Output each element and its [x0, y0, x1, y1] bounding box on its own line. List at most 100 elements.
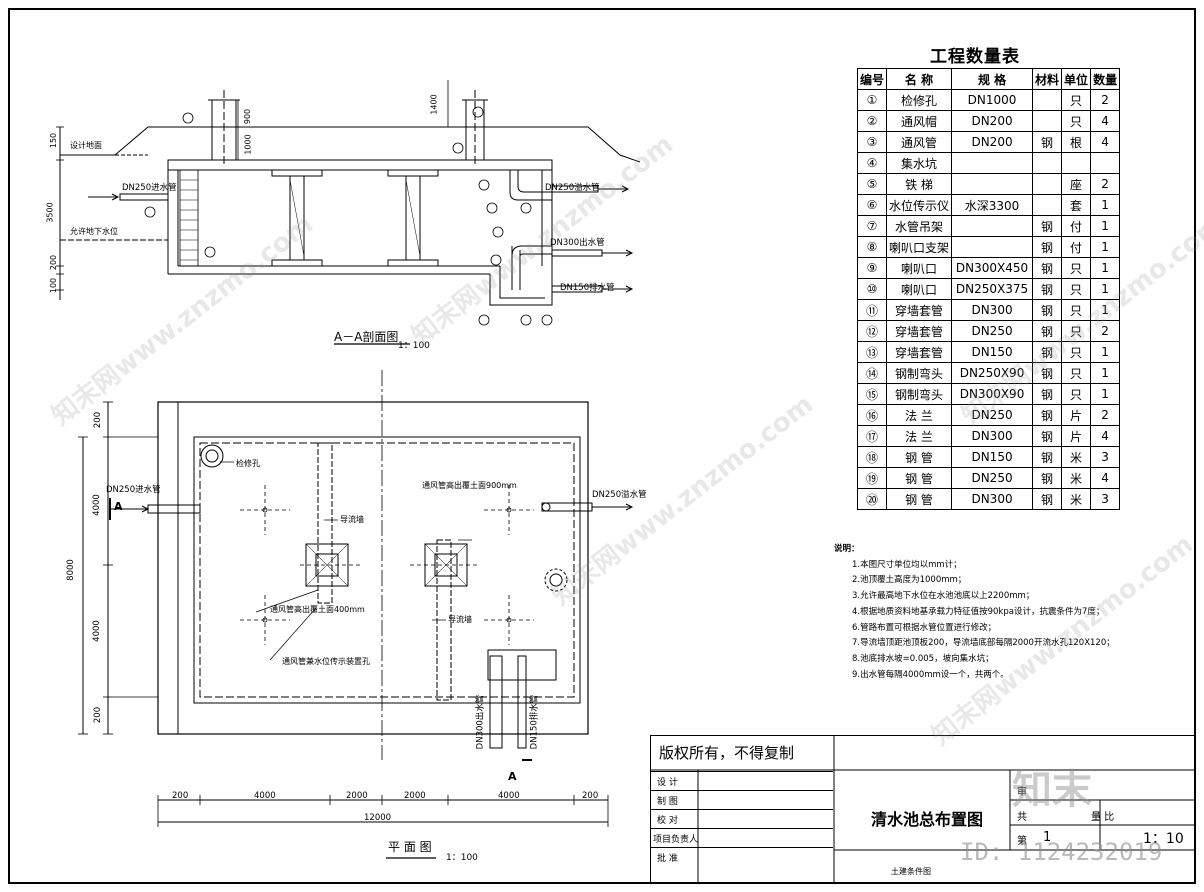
table-cell: 钢 [1032, 467, 1063, 489]
table-cell: ⑦ [856, 215, 888, 237]
table-cell: 法 兰 [886, 404, 953, 426]
table-cell: DN1000 [951, 89, 1034, 111]
table-header-row: 编号 名 称 规 格 材料 单位 数量 [856, 68, 1121, 90]
plan-label-level-hole: 通风管兼水位传示装置孔 [282, 657, 370, 666]
table-cell: DN150 [951, 341, 1034, 363]
plan-vdim-0: 200 [93, 411, 104, 429]
plan-hdim-0: 200 [172, 791, 189, 801]
role-label: 项目负责人 [653, 835, 699, 845]
table-cell: 钢 [1032, 299, 1063, 321]
table-cell: 付 [1061, 236, 1092, 258]
plan-label-guide-wall-2: 导流墙 [448, 615, 472, 624]
table-cell [951, 236, 1034, 258]
section-dim-1000: 1000 [243, 134, 253, 155]
table-cell: 钢 [1032, 131, 1063, 153]
section-dim-900: 900 [243, 108, 253, 125]
note-item: 6.管路布置可根据水管位置进行修改； [852, 622, 997, 633]
table-cell: 米 [1061, 446, 1092, 468]
plan-hdim-3: 2000 [404, 791, 426, 801]
table-cell: ① [856, 89, 888, 111]
table-cell: 米 [1061, 467, 1092, 489]
table-cell: 检修孔 [886, 89, 953, 111]
table-cell: 只 [1061, 278, 1092, 300]
table-cell: DN200 [951, 131, 1034, 153]
table-cell: 3 [1090, 446, 1121, 468]
scale-value: 1：10 [1143, 831, 1184, 847]
watermark-logo: 知末 [1012, 767, 1092, 813]
table-cell: ⑤ [856, 173, 888, 195]
plan-section-mark-bottom: A [508, 770, 517, 783]
table-cell: 钢 [1032, 278, 1063, 300]
table-cell: 只 [1061, 320, 1092, 342]
table-cell: ③ [856, 131, 888, 153]
section-dim-1400: 1400 [429, 94, 439, 115]
table-cell: 只 [1061, 89, 1092, 111]
quantity-table-title: 工程数量表 [930, 47, 1020, 67]
table-cell: 通风管 [886, 131, 953, 153]
table-cell: 钢 [1032, 383, 1063, 405]
title-row: 批 准 [651, 847, 833, 867]
table-cell [1032, 110, 1063, 132]
plan-vdim-3: 200 [93, 706, 104, 724]
table-cell: 法 兰 [886, 425, 953, 447]
table-cell: DN300 [951, 488, 1034, 510]
table-cell: ⑫ [856, 320, 888, 342]
title-row: 制 图 [651, 790, 833, 810]
section-label-inlet: DN250进水管 [122, 183, 177, 193]
plan-label-overflow: DN250溢水管 [592, 490, 647, 500]
section-dim-100: 100 [49, 277, 59, 294]
table-cell [951, 173, 1034, 195]
table-cell: 钢 管 [886, 446, 953, 468]
table-cell: 钢 [1032, 425, 1063, 447]
plan-label-inlet: DN250进水管 [106, 485, 161, 495]
table-cell: 钢 管 [886, 488, 953, 510]
table-cell: DN250X90 [951, 362, 1034, 384]
table-cell: ⑧ [856, 236, 888, 258]
table-cell: 水位传示仪 [886, 194, 953, 216]
table-cell: 钢 [1032, 257, 1063, 279]
table-cell [1032, 173, 1063, 195]
note-item: 3.允许最高地下水位在水池池底以上2200mm； [852, 591, 1035, 602]
section-scale: 1：100 [398, 341, 430, 351]
copyright-text: 版权所有，不得复制 [659, 744, 795, 762]
role-label: 设 计 [657, 778, 678, 788]
table-cell: ④ [856, 152, 888, 174]
table-cell: 钢 [1032, 488, 1063, 510]
table-cell: 只 [1061, 257, 1092, 279]
plan-scale: 1：100 [446, 853, 478, 863]
table-cell [1090, 152, 1121, 174]
table-cell: ⑰ [856, 425, 888, 447]
table-cell: 1 [1090, 383, 1121, 405]
table-cell: 2 [1090, 404, 1121, 426]
plan-hdim-1: 4000 [254, 791, 276, 801]
table-cell: DN250 [951, 404, 1034, 426]
table-cell: 钢 [1032, 362, 1063, 384]
header-cell: 规 格 [951, 68, 1034, 90]
table-cell: 钢 [1032, 446, 1063, 468]
table-cell [1032, 152, 1063, 174]
table-cell: 集水坑 [886, 152, 953, 174]
table-cell: 片 [1061, 425, 1092, 447]
ratio-label: 量 比 [1091, 812, 1115, 823]
plan-label-outlet: DN300出水管 [475, 694, 486, 750]
section-label-outlet: DN300出水管 [550, 238, 605, 248]
table-cell: 钢 [1032, 236, 1063, 258]
table-cell: 2 [1090, 320, 1121, 342]
plan-label-guide-wall-1: 导流墙 [340, 515, 364, 524]
table-cell: ⑪ [856, 299, 888, 321]
table-cell: 铁 梯 [886, 173, 953, 195]
table-cell: 1 [1090, 299, 1121, 321]
table-cell: 钢制弯头 [886, 383, 953, 405]
drawing-subtitle: 土建条件图 [891, 867, 931, 876]
header-cell: 编号 [856, 68, 888, 90]
